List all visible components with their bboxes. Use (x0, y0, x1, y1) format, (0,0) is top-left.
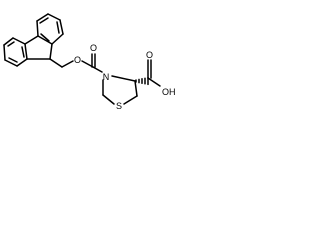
bond (3, 37, 14, 46)
bond (49, 43, 53, 60)
bond (4, 59, 18, 67)
bond (12, 37, 26, 45)
bond (36, 20, 39, 37)
bond (147, 77, 161, 87)
bond (123, 95, 138, 105)
structure-canvas: O O N S O OH (3, 13, 176, 111)
stereo-hash-bond (135, 76, 149, 86)
carbonyl-oxygen-label: O (90, 43, 97, 53)
bond (3, 44, 6, 61)
bond (61, 60, 74, 68)
bond (7, 41, 15, 47)
acid-hydroxyl-label: OH (162, 87, 176, 97)
bond (21, 46, 25, 58)
bond (49, 58, 63, 68)
bond (39, 17, 49, 24)
bond (24, 43, 28, 60)
bond (40, 33, 50, 42)
bond (47, 13, 61, 21)
bond (111, 75, 136, 82)
bonds (3, 13, 161, 105)
bond (56, 21, 60, 34)
bond (36, 13, 49, 22)
bond (37, 35, 53, 45)
bond (102, 94, 115, 105)
bond (51, 33, 64, 45)
bond (16, 58, 28, 67)
acid-carbonyl-oxygen-label: O (146, 50, 153, 60)
atom-labels: O O N S O OH (74, 43, 176, 111)
ring-nitrogen-label: N (103, 72, 110, 82)
bond (59, 19, 64, 35)
bond (24, 35, 39, 45)
bond (8, 57, 18, 63)
bond (134, 80, 138, 97)
bond (92, 66, 103, 73)
ring-sulfur-label: S (116, 101, 122, 111)
ester-oxygen-label: O (74, 55, 81, 65)
bond (81, 60, 94, 68)
